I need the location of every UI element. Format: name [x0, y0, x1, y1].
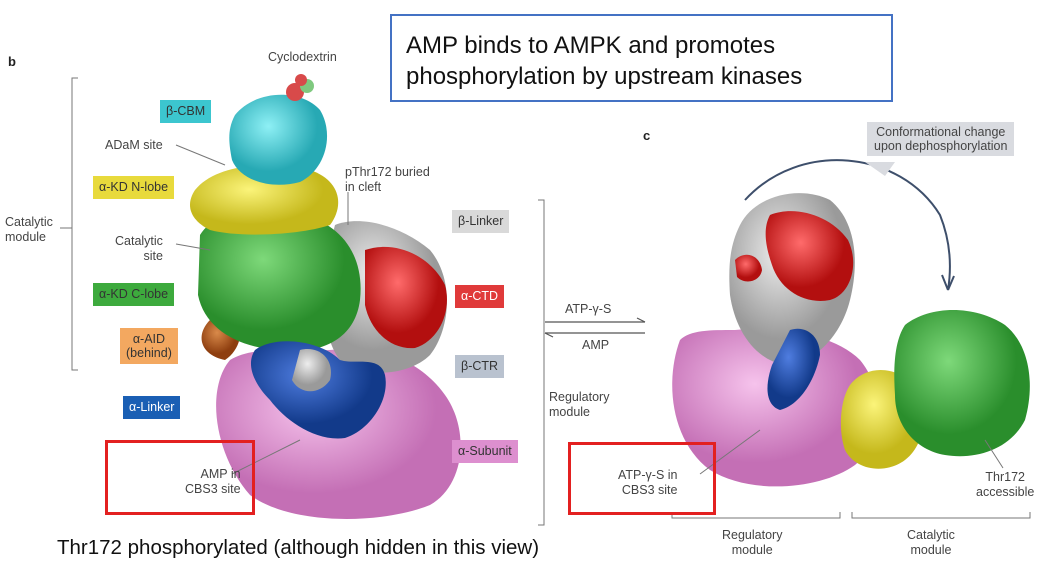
- tag-a-kd-c-lobe: α-KD C-lobe: [93, 283, 175, 306]
- thr172-accessible-label: Thr172 accessible: [976, 470, 1035, 499]
- tag-a-linker: α-Linker: [123, 396, 181, 419]
- atp-cbs3-label: ATP-γ-S in CBS3 site: [618, 468, 678, 497]
- regulatory-module-label-b: Regulatory module: [549, 390, 610, 419]
- conformational-arrow: [744, 159, 951, 291]
- tag-b-linker: β-Linker: [452, 210, 510, 233]
- pthr172-label: pThr172 buried in cleft: [345, 165, 430, 194]
- cyclodextrin-label: Cyclodextrin: [268, 50, 337, 64]
- tag-a-aid: α-AID (behind): [120, 328, 178, 364]
- tag-a-kd-n-lobe: α-KD N-lobe: [93, 176, 175, 199]
- equilibrium-arrows: [544, 317, 646, 338]
- regulatory-module-label-c: Regulatory module: [722, 528, 783, 557]
- bottom-caption: Thr172 phosphorylated (although hidden i…: [57, 536, 540, 559]
- atp-cbs3-highlight: [568, 442, 716, 515]
- equilibrium-reverse-label: AMP: [582, 338, 610, 352]
- panel-b-letter: b: [8, 54, 16, 69]
- catalytic-module-label-c: Catalytic module: [907, 528, 955, 557]
- adam-site-label: ADaM site: [105, 138, 163, 152]
- equilibrium-forward-label: ATP-γ-S: [565, 302, 612, 316]
- regulatory-bracket: [538, 199, 545, 526]
- catalytic-module-label: Catalytic module: [5, 215, 53, 244]
- catalytic-bracket: [71, 77, 78, 371]
- callout-line-2: phosphorylation by upstream kinases: [406, 63, 803, 90]
- callout-box: AMP binds to AMPK and promotes phosphory…: [390, 14, 893, 102]
- tag-b-ctr: β-CTR: [455, 355, 505, 378]
- catalytic-site-label: Catalytic site: [115, 234, 163, 263]
- panel-c-letter: c: [643, 128, 651, 143]
- amp-cbs3-label: AMP in CBS3 site: [185, 467, 241, 496]
- tag-b-cbm: β-CBM: [160, 100, 212, 123]
- amp-cbs3-highlight: [105, 440, 255, 515]
- callout-line-1: AMP binds to AMPK and promotes: [406, 32, 776, 59]
- tag-a-subunit: α-Subunit: [452, 440, 518, 463]
- conformational-change-label: Conformational change upon dephosphoryla…: [867, 122, 1015, 156]
- tag-a-ctd: α-CTD: [455, 285, 505, 308]
- panel-b-protein: [190, 74, 461, 519]
- panel-c-protein: [672, 193, 1030, 487]
